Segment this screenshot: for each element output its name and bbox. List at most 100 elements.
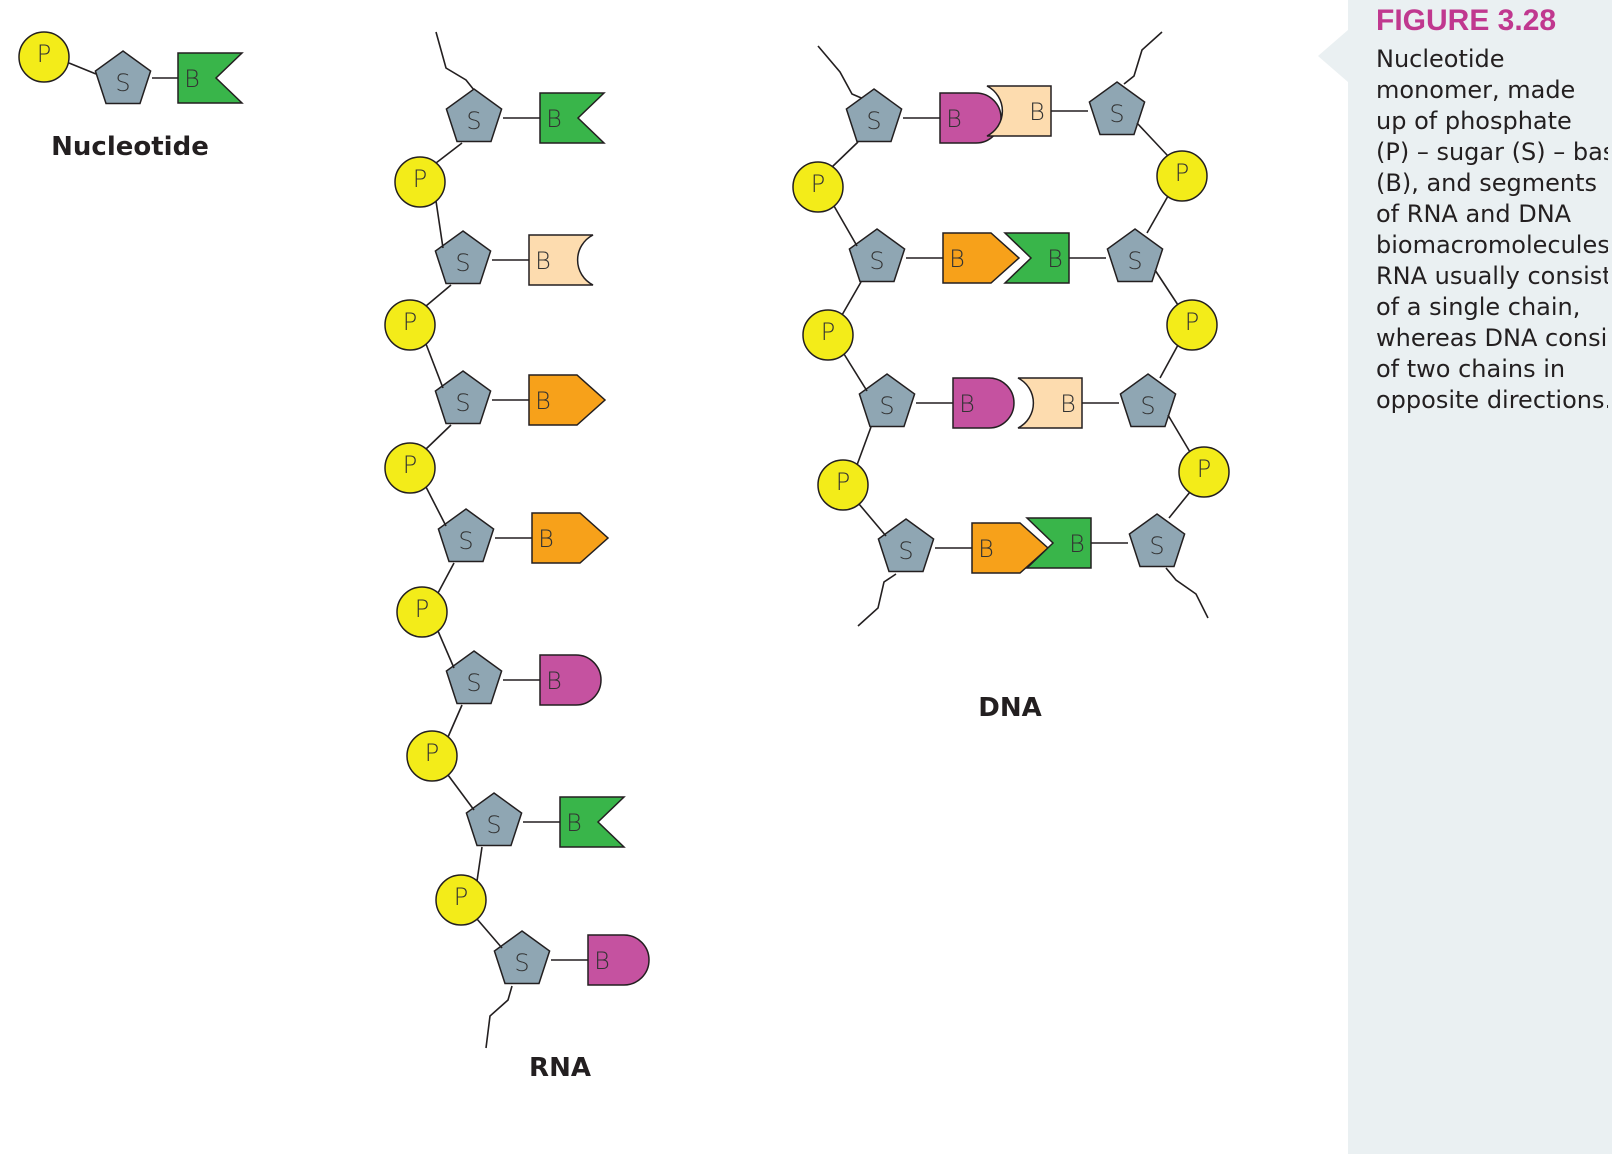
base-magenta	[952, 377, 1015, 429]
phosphate-sugar-bond	[425, 343, 444, 389]
sugar-phosphate-bond	[1154, 269, 1179, 306]
phosphate-label: P	[403, 308, 417, 336]
base-label: B	[949, 245, 965, 273]
caption-line: (B), and segments	[1376, 169, 1598, 197]
sugar-label: S	[455, 249, 470, 277]
base-label: B	[538, 525, 554, 553]
base-green	[177, 52, 244, 104]
phosphate-label: P	[415, 595, 429, 623]
dna-left-bottom-tail	[857, 573, 897, 627]
phosphate-sugar-bond	[435, 200, 444, 249]
sugar-label: S	[869, 247, 884, 275]
phosphate-circle	[384, 442, 436, 494]
base-label: B	[959, 390, 975, 418]
rna-bottom-tail	[485, 985, 513, 1049]
phosphate-sugar-bond	[68, 62, 97, 75]
phosphate-sugar-bond	[833, 205, 858, 247]
phosphate-sugar-bond	[858, 503, 887, 537]
caption-line: of RNA and DNA	[1376, 200, 1572, 228]
sugar-pentagon	[434, 230, 492, 285]
phosphate-label: P	[1197, 455, 1211, 483]
phosphate-sugar-bond	[843, 353, 868, 392]
phosphate-sugar-bond	[437, 630, 455, 669]
base-label: B	[1060, 390, 1076, 418]
base-label: B	[535, 387, 551, 415]
phosphate-label: P	[413, 165, 427, 193]
sugar-phosphate-bond	[1167, 414, 1191, 453]
sugar-phosphate-bond	[841, 281, 862, 316]
base-green	[559, 796, 626, 848]
caption-line: RNA usually consists	[1376, 262, 1608, 290]
base-label: B	[535, 247, 551, 275]
caption-line: (P) – sugar (S) – base	[1376, 138, 1608, 166]
phosphate-circle	[384, 299, 436, 351]
sugar-label: S	[898, 537, 913, 565]
sugar-pentagon	[434, 370, 492, 425]
phosphate-circle	[394, 156, 446, 208]
sugar-phosphate-bond	[831, 141, 859, 168]
phosphate-sugar-bond	[1146, 195, 1169, 234]
sugar-phosphate-bond	[437, 562, 455, 594]
caption-line: whereas DNA consists	[1376, 324, 1608, 352]
sugar-label: S	[466, 107, 481, 135]
dna-left-top-tail	[817, 45, 867, 101]
sugar-pentagon	[1128, 513, 1186, 568]
sugar-pentagon	[1106, 228, 1164, 283]
base-label: B	[566, 809, 582, 837]
phosphate-circle	[802, 309, 854, 361]
phosphate-label: P	[1185, 308, 1199, 336]
base-peach	[986, 85, 1052, 137]
sugar-pentagon	[445, 650, 503, 705]
base-label: B	[978, 535, 994, 563]
base-orange	[531, 512, 610, 564]
caption-line: of a single chain,	[1376, 293, 1581, 321]
caption-line: opposite directions.	[1376, 386, 1608, 414]
base-orange	[942, 232, 1021, 284]
sugar-pentagon	[437, 508, 495, 563]
nucleotide-caption: Nucleotide	[51, 132, 209, 162]
phosphate-circle	[435, 874, 487, 926]
phosphate-circle	[18, 31, 70, 83]
sugar-label: S	[514, 949, 529, 977]
sugar-pentagon	[848, 228, 906, 283]
caption-line: of two chains in	[1376, 355, 1566, 383]
phosphate-label: P	[37, 40, 51, 68]
caption-line: monomer, made	[1376, 76, 1576, 104]
base-label: B	[546, 105, 562, 133]
base-label: B	[594, 947, 610, 975]
phosphate-circle	[406, 730, 458, 782]
sugar-pentagon	[845, 88, 903, 143]
sugar-label: S	[455, 389, 470, 417]
sugar-pentagon	[1119, 373, 1177, 428]
phosphate-circle	[1178, 446, 1230, 498]
phosphate-circle	[1166, 299, 1218, 351]
sugar-pentagon	[1088, 81, 1146, 136]
phosphate-label: P	[425, 739, 439, 767]
phosphate-label: P	[821, 318, 835, 346]
sugar-label: S	[1127, 247, 1142, 275]
caption-line: Nucleotide	[1376, 45, 1505, 73]
rna-top-tail	[435, 31, 475, 91]
phosphate-circle	[1156, 150, 1208, 202]
sugar-pentagon	[858, 373, 916, 428]
base-peach	[528, 234, 594, 286]
base-label: B	[1069, 530, 1085, 558]
caption-pointer	[1318, 30, 1348, 82]
phosphate-circle	[396, 586, 448, 638]
base-label: B	[1029, 98, 1045, 126]
phosphate-label: P	[454, 883, 468, 911]
sugar-phosphate-bond	[435, 142, 463, 164]
sugar-label: S	[486, 811, 501, 839]
sugar-pentagon	[465, 792, 523, 847]
base-magenta	[539, 654, 602, 706]
rna-caption: RNA	[529, 1053, 591, 1083]
base-peach	[1017, 377, 1083, 429]
dna-right-top-tail	[1123, 31, 1163, 85]
sugar-phosphate-bond	[425, 424, 452, 450]
caption-line: biomacromolecules.	[1376, 231, 1608, 259]
sugar-label: S	[458, 527, 473, 555]
sugar-phosphate-bond	[476, 846, 483, 882]
base-orange	[528, 374, 607, 426]
